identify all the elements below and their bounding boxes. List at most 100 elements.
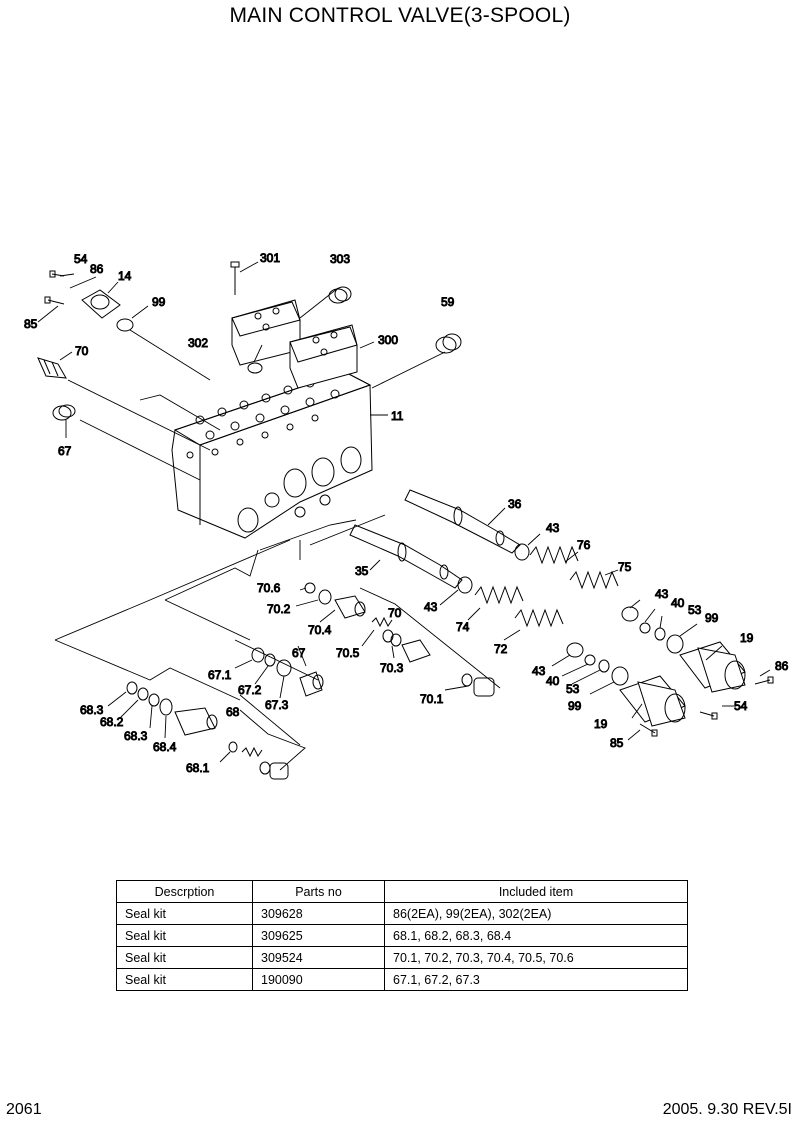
callout-54: 54 (734, 699, 748, 713)
o-ring-68-4 (159, 698, 173, 716)
seal-kit-table: Descrption Parts no Included item Seal k… (116, 880, 688, 991)
column-header-parts-no: Parts no (252, 880, 385, 903)
valve-poppet-70 (401, 639, 431, 663)
flange-14 (81, 289, 121, 319)
callout-43: 43 (655, 587, 669, 601)
o-ring-67-2a (264, 653, 276, 667)
callout-70-5: 70.5 (336, 646, 360, 660)
callout-68-2: 68.2 (100, 715, 124, 729)
o-ring-70-2 (318, 589, 332, 605)
page-number: 2061 (6, 1101, 42, 1118)
callout-14: 14 (118, 269, 132, 283)
o-ring-70-6 (304, 582, 316, 594)
cell-included-item: 68.1, 68.2, 68.3, 68.4 (384, 924, 688, 947)
callout-67-3: 67.3 (265, 698, 289, 712)
o-ring-67-1 (251, 647, 265, 663)
table-row: Seal kit 190090 67.1, 67.2, 67.3 (116, 968, 688, 991)
seat-43-a (514, 543, 530, 561)
cell-description: Seal kit (116, 902, 253, 925)
callout-72: 72 (494, 642, 508, 656)
valve-70-4 (334, 595, 366, 619)
spring-72 (514, 608, 564, 628)
ring-40-b (584, 654, 596, 666)
cell-description: Seal kit (116, 946, 253, 969)
callout-70-1: 70.1 (420, 692, 444, 706)
callout-70: 70 (388, 606, 402, 620)
callout-67: 67 (292, 646, 306, 660)
callout-85: 85 (24, 317, 38, 331)
cell-parts-no: 309524 (252, 946, 385, 969)
cap-19-lower (619, 675, 686, 727)
cap-70-1 (461, 673, 495, 697)
plug-67 (52, 404, 76, 421)
valve-body (171, 371, 373, 539)
callout-76: 76 (577, 538, 591, 552)
callout-86: 86 (90, 262, 104, 276)
spool-35 (349, 524, 463, 589)
callout-68-3: 68.3 (80, 703, 104, 717)
spring-68 (241, 746, 263, 758)
callout-36: 36 (508, 497, 522, 511)
table-row: Seal kit 309628 86(2EA), 99(2EA), 302(2E… (116, 902, 688, 925)
callout-70-3: 70.3 (380, 661, 404, 675)
plug-67-3 (299, 671, 324, 697)
o-ring-99-b (666, 634, 684, 654)
plug-43-c (621, 606, 639, 622)
callout-303: 303 (330, 252, 350, 266)
callout-40: 40 (546, 674, 560, 688)
cell-description: Seal kit (116, 924, 253, 947)
spring-74 (474, 585, 524, 605)
ring-53-b (598, 659, 610, 673)
o-ring-70-3a (382, 629, 394, 643)
cell-description: Seal kit (116, 968, 253, 991)
callout-19: 19 (594, 717, 608, 731)
spring-76 (529, 545, 579, 565)
column-header-description: Descrption (116, 880, 253, 903)
cell-parts-no: 190090 (252, 968, 385, 991)
o-ring-99-c (611, 666, 629, 686)
callout-75: 75 (618, 560, 632, 574)
table-header-row: Descrption Parts no Included item (116, 880, 688, 903)
o-ring-99-top (116, 318, 134, 332)
callout-35: 35 (355, 564, 369, 578)
plug-303 (328, 286, 352, 304)
callout-43: 43 (546, 521, 560, 535)
plug-43-d (566, 642, 584, 658)
callout-67-1: 67.1 (208, 668, 232, 682)
bolt-54-right (699, 711, 718, 720)
callout-300: 300 (378, 333, 398, 347)
o-ring-68-3a (126, 681, 138, 695)
callout-67-2: 67.2 (238, 683, 262, 697)
column-header-included-item: Included item (384, 880, 688, 903)
cap-19-upper (679, 641, 746, 693)
callout-68-4: 68.4 (153, 740, 177, 754)
o-ring-67-2b (276, 659, 292, 677)
spring-70-5 (371, 616, 393, 628)
o-ring-68-1 (228, 741, 238, 753)
callout-40: 40 (671, 596, 685, 610)
callout-302: 302 (188, 336, 208, 350)
bolt-301 (230, 261, 240, 295)
top-cover-blocks (231, 299, 358, 389)
callout-99: 99 (568, 699, 582, 713)
table-row: Seal kit 309625 68.1, 68.2, 68.3, 68.4 (116, 924, 688, 947)
callout-99: 99 (705, 611, 719, 625)
table-row: Seal kit 309524 70.1, 70.2, 70.3, 70.4, … (116, 946, 688, 969)
cell-included-item: 86(2EA), 99(2EA), 302(2EA) (384, 902, 688, 925)
callout-85: 85 (610, 736, 624, 750)
callout-86: 86 (775, 659, 789, 673)
connector-70 (37, 357, 67, 379)
callout-53: 53 (688, 603, 702, 617)
o-ring-68-3b (148, 693, 160, 707)
callout-74: 74 (456, 620, 470, 634)
callout-67: 67 (58, 444, 72, 458)
valve-68 (174, 707, 218, 736)
callout-59: 59 (441, 295, 455, 309)
callout-70: 70 (75, 344, 89, 358)
ring-40-a (639, 622, 651, 634)
callout-301: 301 (260, 251, 280, 265)
o-ring-68-2 (137, 687, 149, 701)
callout-68-1: 68.1 (186, 761, 210, 775)
cell-included-item: 70.1, 70.2, 70.3, 70.4, 70.5, 70.6 (384, 946, 688, 969)
